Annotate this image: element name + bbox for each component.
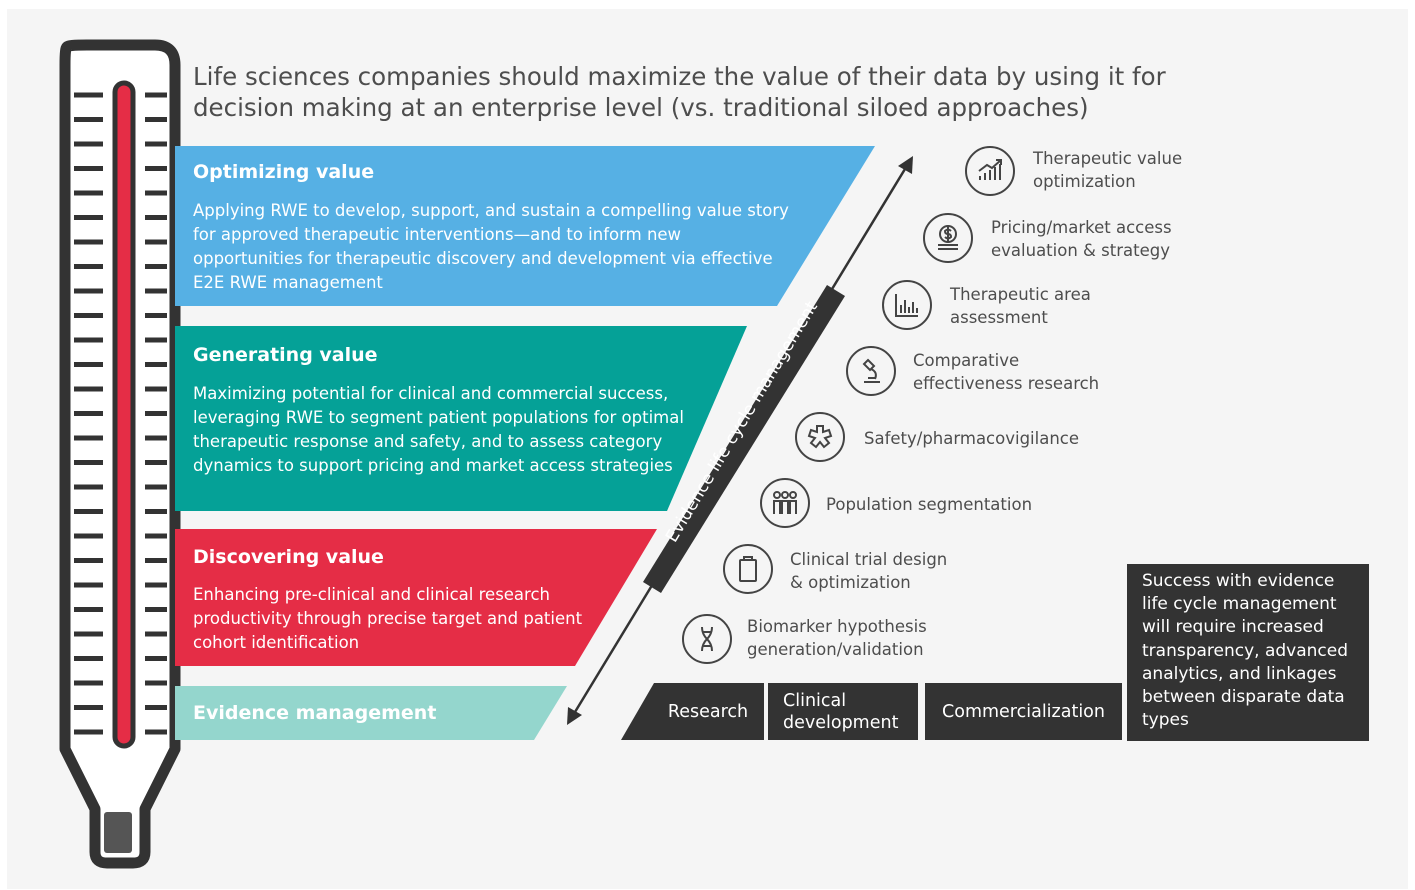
band-optimizing-value: [175, 146, 875, 306]
thermometer-ticks: [74, 92, 167, 735]
band-title-generating: Generating value: [193, 344, 378, 366]
headline: Life sciences companies should maximize …: [193, 62, 1166, 122]
callout-box: Success with evidence life cycle managem…: [1127, 564, 1369, 741]
stage-label-clinical: Clinical development: [783, 690, 899, 733]
dollar-coin-icon: [923, 213, 973, 263]
item-comparative: Comparative effectiveness research: [913, 351, 1100, 393]
band-evidence-management: [175, 686, 567, 740]
item-biomarker: Biomarker hypothesis generation/validati…: [747, 617, 927, 659]
microscope-icon: [846, 346, 896, 396]
item-safety: Safety/pharmacovigilance: [864, 429, 1080, 448]
band-generating-value: [175, 326, 747, 511]
band-title-discovering: Discovering value: [193, 546, 384, 568]
arrowhead-down-icon: [567, 707, 582, 725]
medical-cross-icon: [795, 412, 845, 462]
item-population: Population segmentation: [826, 495, 1033, 514]
bar-chart-icon: [882, 280, 932, 330]
band-title-optimizing: Optimizing value: [193, 161, 375, 183]
stage-box-research: [621, 683, 764, 740]
band-desc-optimizing: Applying RWE to develop, support, and su…: [193, 201, 789, 292]
thermometer-mercury: [112, 80, 136, 749]
arrowhead-up-icon: [898, 156, 913, 174]
item-clinical-trial: Clinical trial design & optimization: [790, 550, 948, 592]
band-desc-generating: Maximizing potential for clinical and co…: [193, 384, 684, 475]
rising-chart-icon: [965, 146, 1015, 196]
clipboard-icon: [723, 544, 773, 594]
item-pricing: Pricing/market access evaluation & strat…: [991, 218, 1172, 260]
stage-box-clinical: [768, 683, 918, 740]
stage-boxes: [621, 683, 1122, 740]
thermometer-graphic: [59, 39, 913, 869]
item-therapeutic-area: Therapeutic area assessment: [950, 285, 1091, 327]
infographic: Life sciences companies should maximize …: [7, 9, 1408, 889]
stage-label-commercial: Commercialization: [942, 701, 1105, 722]
band-title-evidence: Evidence management: [193, 702, 437, 724]
thermometer-tip: [104, 812, 132, 853]
value-bands: [175, 146, 875, 740]
stage-box-commercial: [925, 683, 1122, 740]
band-discovering-value: [175, 529, 657, 666]
people-group-icon: [760, 478, 810, 528]
dna-icon: [682, 614, 732, 664]
lifecycle-ribbon: [643, 285, 845, 593]
item-therapeutic-value: Therapeutic value optimization: [1033, 149, 1183, 191]
stage-label-research: Research: [667, 701, 749, 722]
band-desc-discovering: Enhancing pre-clinical and clinical rese…: [193, 585, 583, 652]
